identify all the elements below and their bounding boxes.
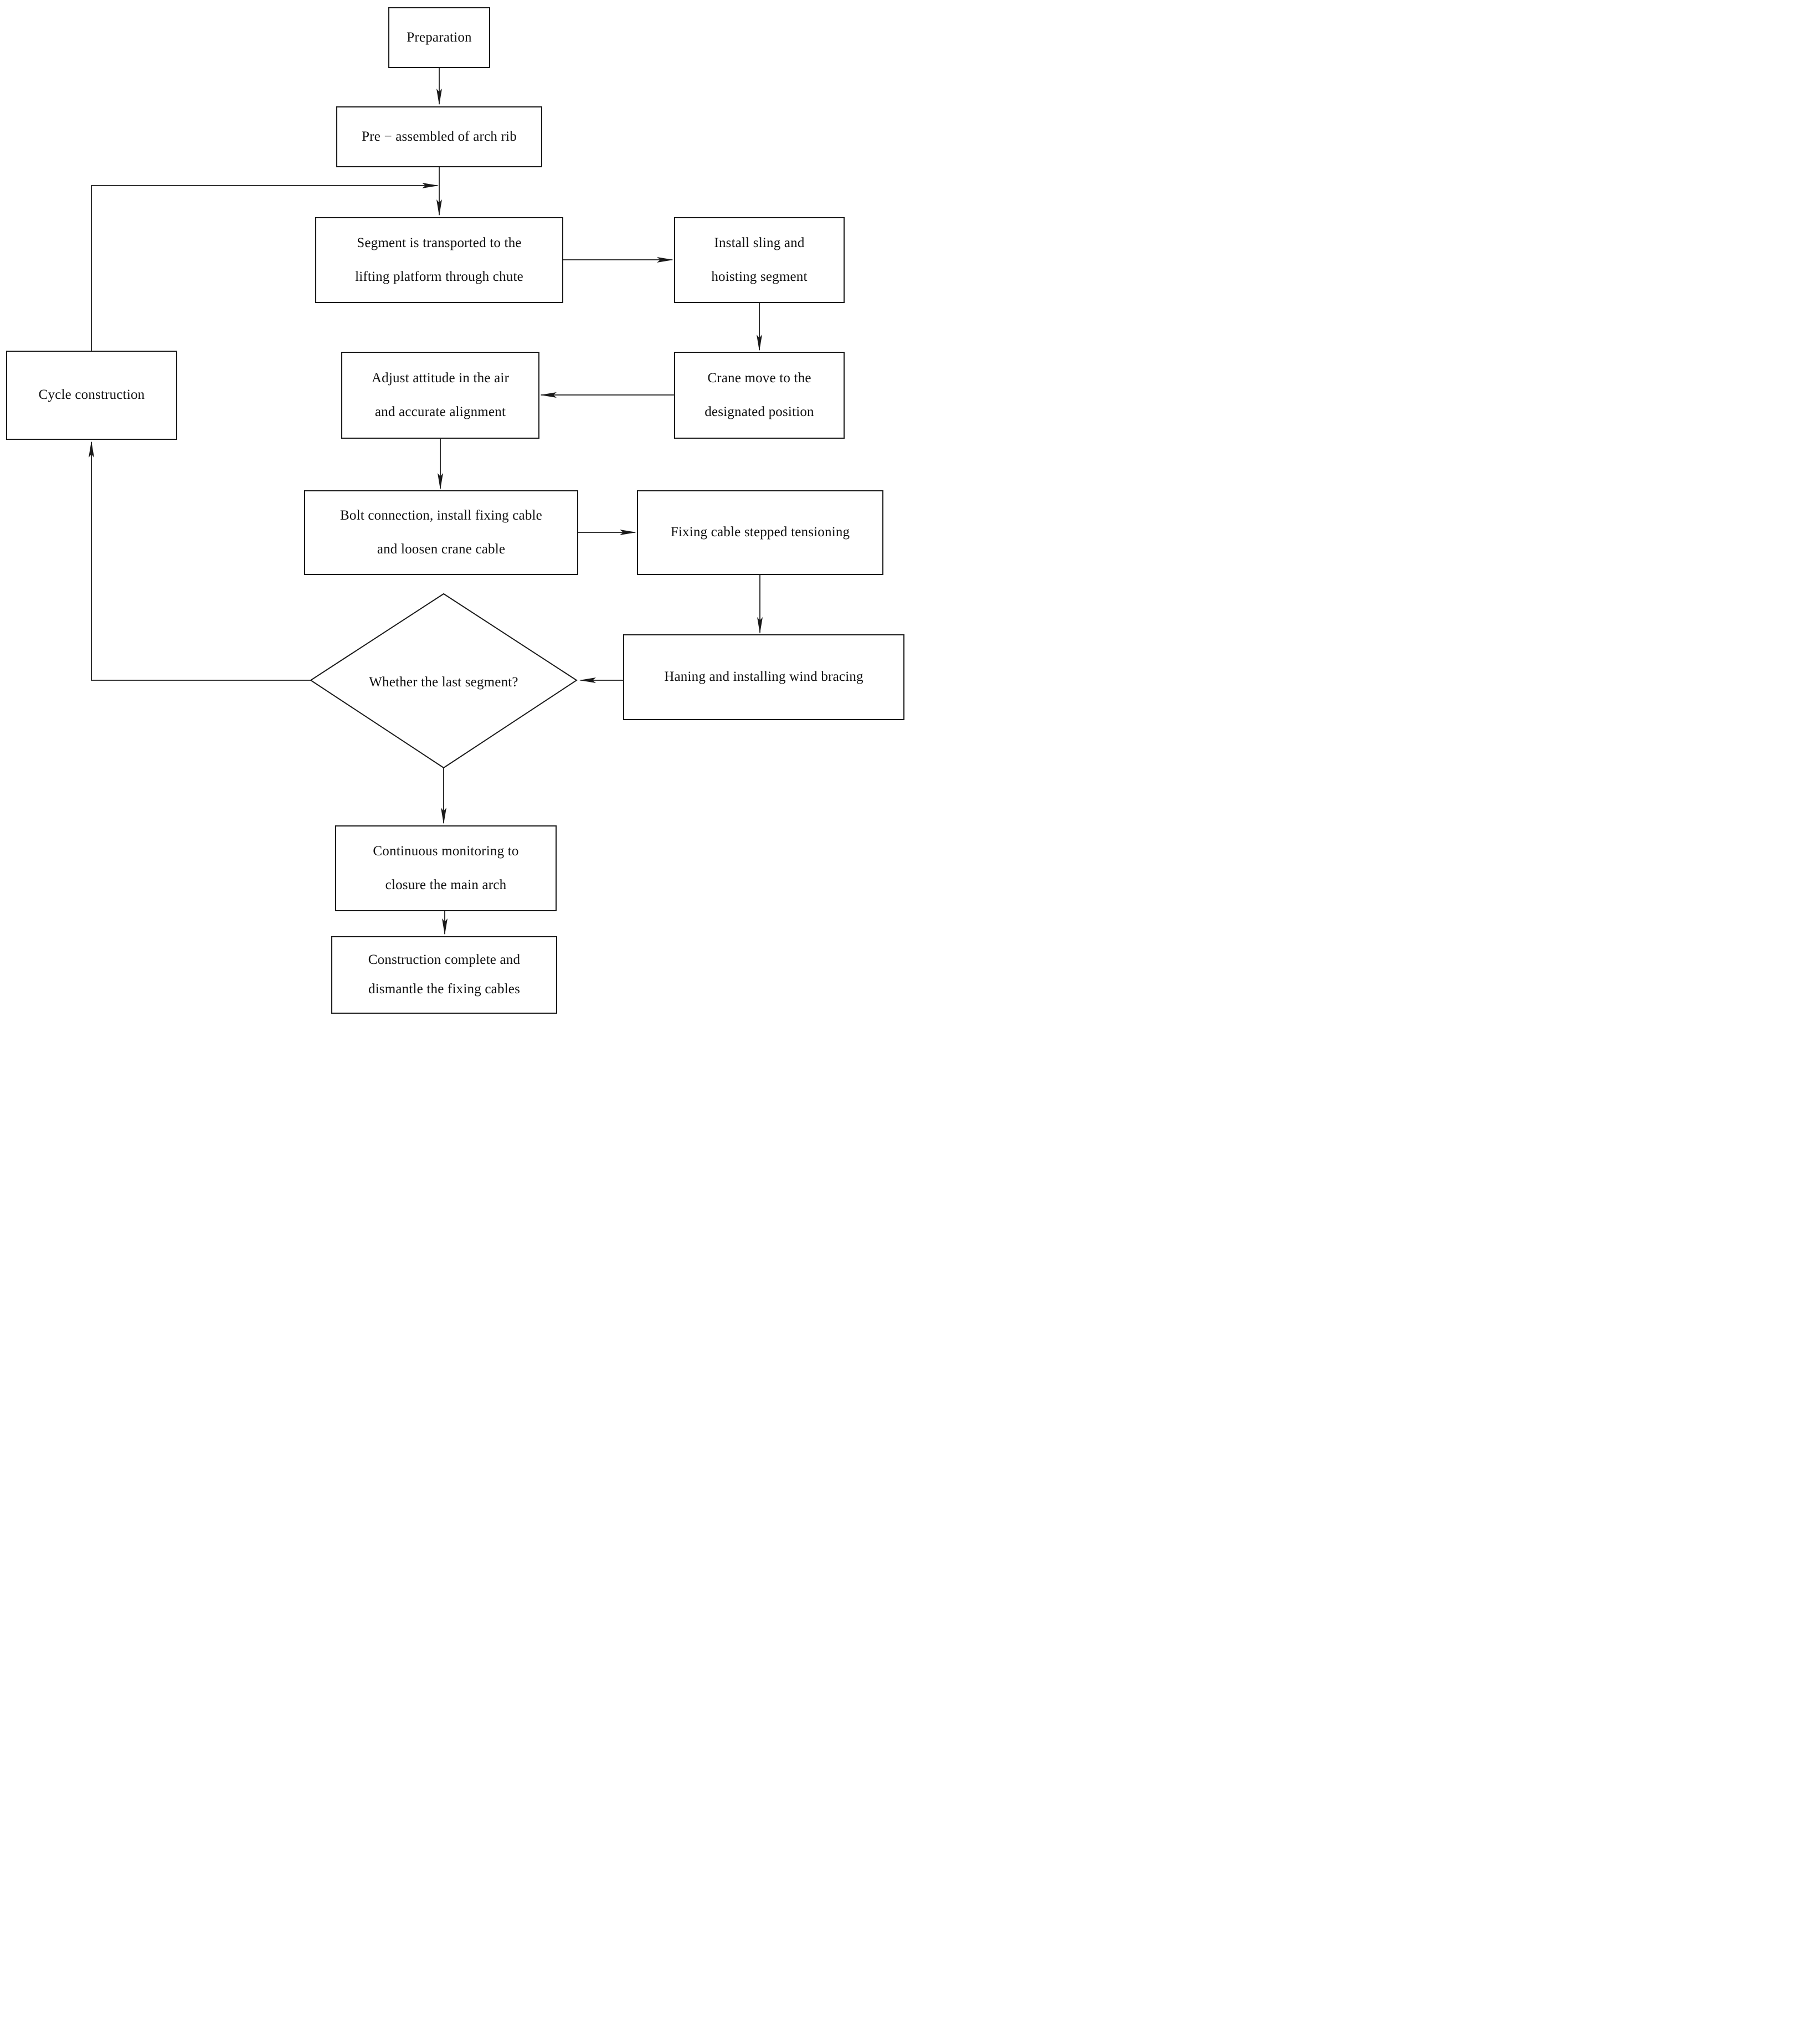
node-install-sling-label-line2: hoisting segment (711, 269, 808, 284)
node-haning-wind-bracing-content: Haning and installing wind bracing (624, 669, 903, 685)
node-crane-move-content: Crane move to the designated position (675, 371, 844, 420)
node-segment-transport-label-line1: Segment is transported to the (357, 235, 522, 250)
flowchart-canvas: Preparation Pre − assembled of arch rib … (0, 0, 910, 1016)
node-preparation: Preparation (388, 7, 490, 68)
node-cycle-construction-content: Cycle construction (7, 387, 176, 403)
node-cycle-construction: Cycle construction (6, 351, 177, 440)
node-bolt-connection: Bolt connection, install fixing cable an… (304, 490, 578, 575)
node-bolt-connection-label-line1: Bolt connection, install fixing cable (340, 507, 542, 523)
node-construction-complete: Construction complete and dismantle the … (331, 936, 557, 1014)
node-segment-transport-content: Segment is transported to the lifting pl… (316, 235, 562, 285)
connector-decision-to-cycle (89, 441, 311, 681)
node-install-sling-content: Install sling and hoisting segment (675, 235, 844, 285)
node-construction-complete-content: Construction complete and dismantle the … (332, 952, 556, 998)
node-haning-wind-bracing-label: Haning and installing wind bracing (664, 669, 863, 685)
node-last-segment-decision-label: Whether the last segment? (369, 674, 518, 690)
node-preparation-label: Preparation (407, 29, 472, 45)
node-haning-wind-bracing: Haning and installing wind bracing (623, 634, 904, 720)
node-adjust-attitude: Adjust attitude in the air and accurate … (341, 352, 539, 439)
connector-cycle-to-mainline-feedback (91, 183, 439, 351)
node-fixing-cable-label: Fixing cable stepped tensioning (670, 525, 850, 540)
node-adjust-attitude-label-line1: Adjust attitude in the air (371, 370, 510, 386)
node-continuous-monitoring: Continuous monitoring to closure the mai… (335, 825, 557, 911)
node-install-sling: Install sling and hoisting segment (674, 217, 845, 303)
node-adjust-attitude-label-line2: and accurate alignment (374, 404, 506, 419)
node-crane-move-label-line2: designated position (705, 404, 814, 419)
node-construction-complete-label-line1: Construction complete and (368, 952, 521, 968)
node-bolt-connection-content: Bolt connection, install fixing cable an… (305, 508, 577, 558)
node-continuous-monitoring-label-line1: Continuous monitoring to (373, 843, 519, 859)
node-fixing-cable: Fixing cable stepped tensioning (637, 490, 883, 575)
node-bolt-connection-label-line2: and loosen crane cable (377, 541, 506, 557)
node-install-sling-label-line1: Install sling and (714, 235, 805, 250)
node-construction-complete-label-line2: dismantle the fixing cables (368, 982, 521, 997)
node-segment-transport-label-line2: lifting platform through chute (355, 269, 523, 284)
node-adjust-attitude-content: Adjust attitude in the air and accurate … (342, 371, 538, 420)
node-pre-assembled-label: Pre − assembled of arch rib (362, 129, 517, 144)
connector-layer (89, 68, 763, 935)
node-pre-assembled: Pre − assembled of arch rib (336, 106, 542, 167)
node-crane-move-label-line1: Crane move to the (707, 370, 811, 386)
node-continuous-monitoring-content: Continuous monitoring to closure the mai… (336, 844, 556, 894)
node-preparation-content: Preparation (389, 30, 489, 46)
node-last-segment-decision: Whether the last segment? (310, 668, 577, 697)
node-cycle-construction-label: Cycle construction (38, 387, 145, 403)
node-segment-transport: Segment is transported to the lifting pl… (315, 217, 563, 303)
node-crane-move: Crane move to the designated position (674, 352, 845, 439)
node-fixing-cable-content: Fixing cable stepped tensioning (638, 525, 882, 541)
node-pre-assembled-content: Pre − assembled of arch rib (337, 129, 541, 145)
node-continuous-monitoring-label-line2: closure the main arch (385, 877, 507, 892)
